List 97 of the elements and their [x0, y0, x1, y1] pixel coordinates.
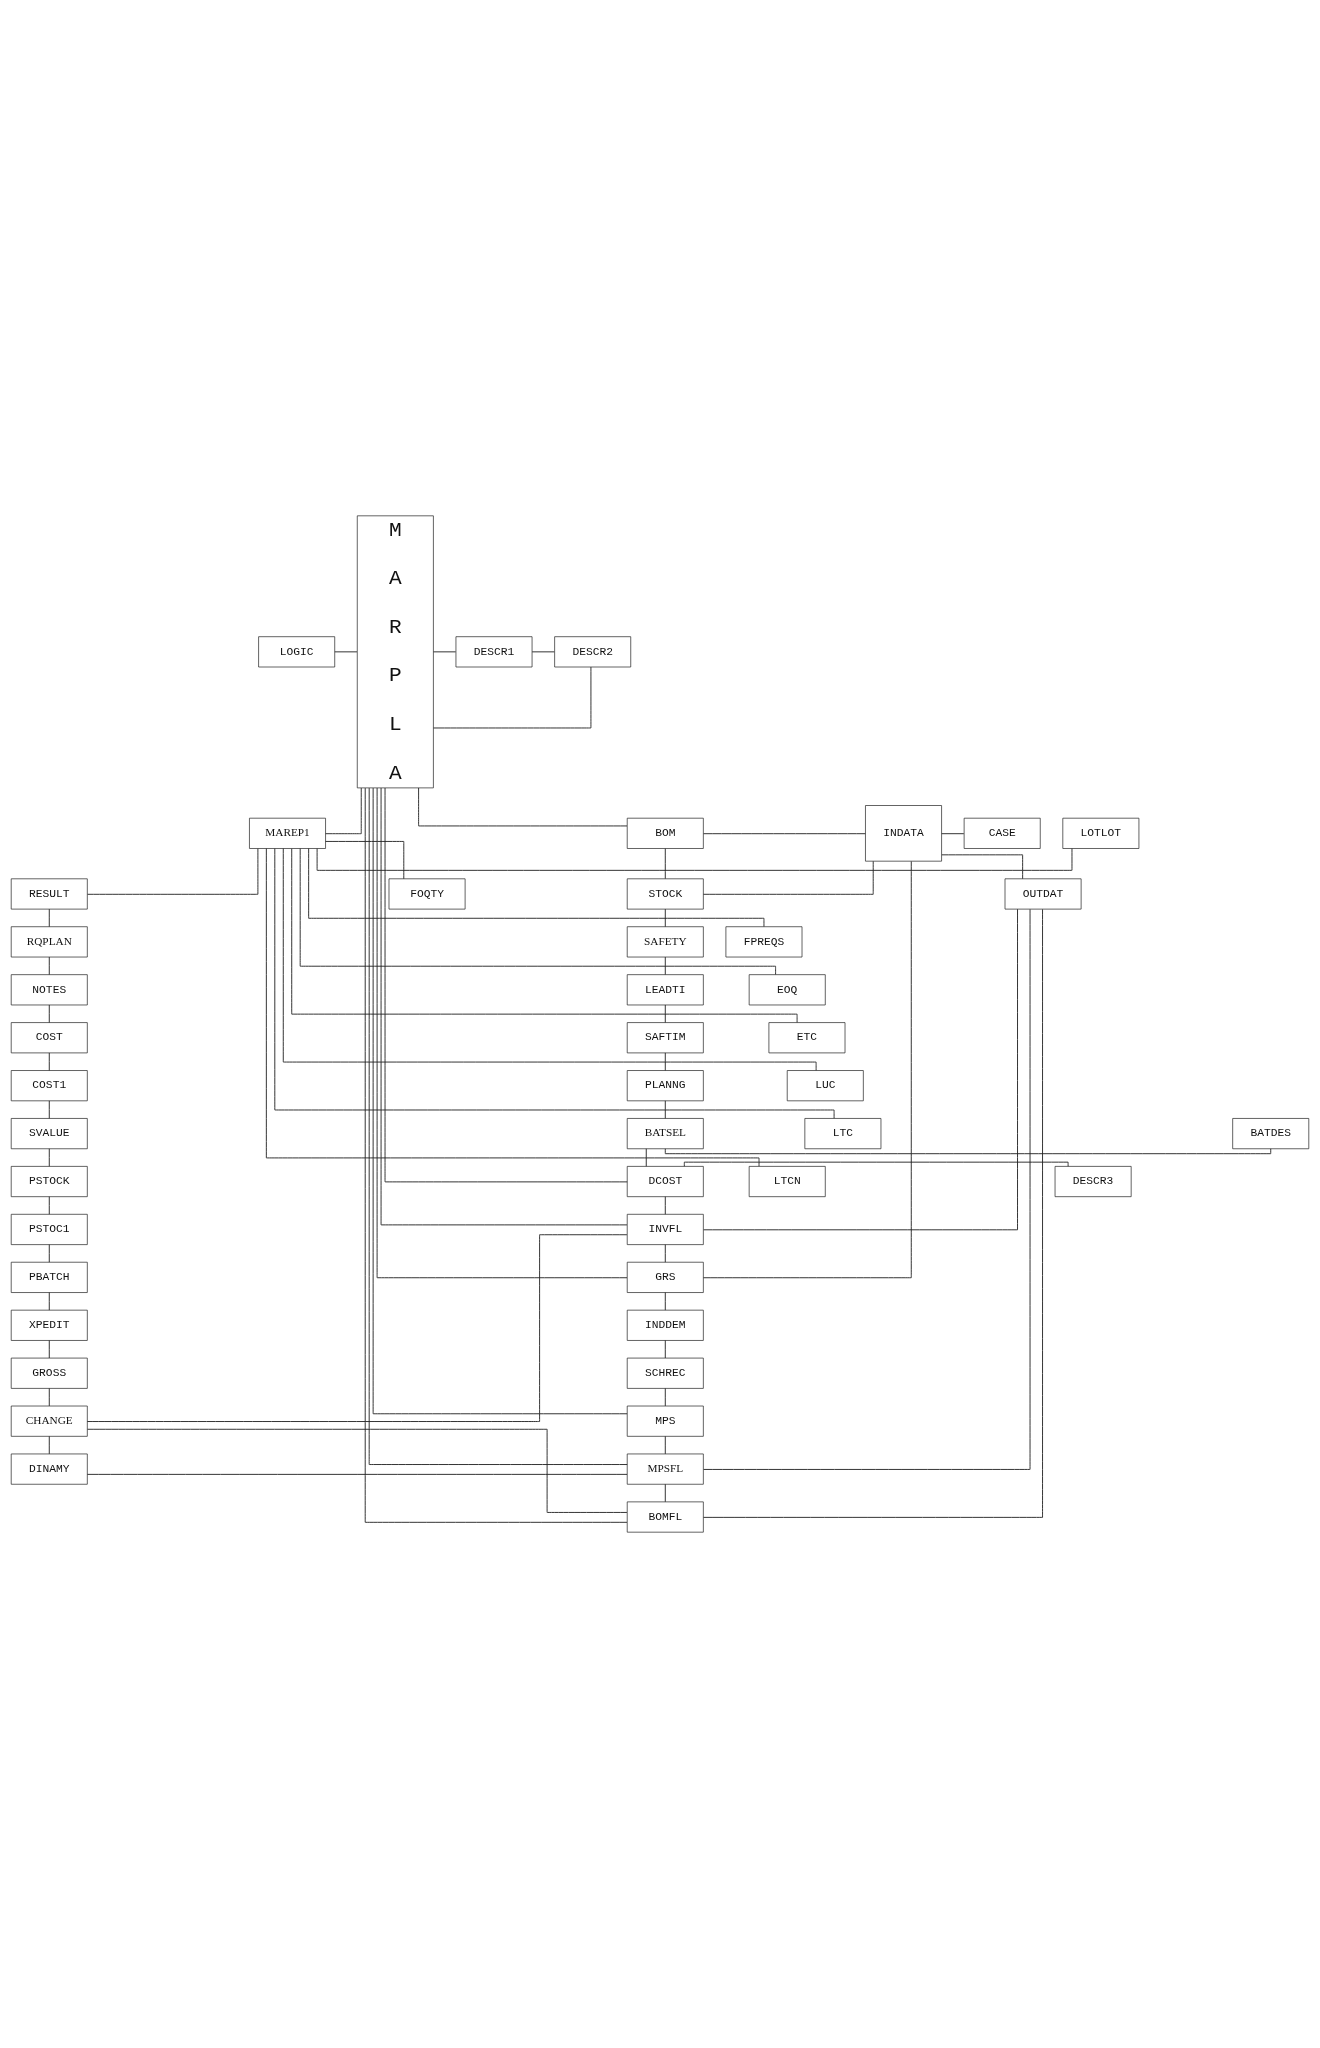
- node-box: BOMFL: [626, 1501, 704, 1533]
- connector: [664, 1435, 666, 1455]
- connector: [664, 1340, 666, 1359]
- node-box: SAFTIM: [626, 1022, 704, 1054]
- node-box: ETC: [768, 1022, 846, 1054]
- node-box: DCOST: [626, 1166, 704, 1198]
- node-box: GROSS: [10, 1357, 88, 1389]
- node-box: LTCN: [748, 1166, 826, 1198]
- connector: [48, 1340, 50, 1359]
- connector: [299, 848, 777, 975]
- connector: [48, 956, 50, 976]
- node-box: PBATCH: [10, 1261, 88, 1293]
- node-box: SAFETY: [626, 926, 704, 958]
- connector: [702, 860, 874, 895]
- node-box: CHANGE: [10, 1405, 88, 1437]
- connector: [683, 1161, 1069, 1167]
- connector: [48, 908, 50, 928]
- connector: [325, 787, 362, 835]
- node-box: DINAMY: [10, 1453, 88, 1485]
- connector: [308, 848, 765, 927]
- connector: [664, 1148, 1272, 1155]
- node-box: M A R P L A: [356, 515, 434, 789]
- node-box: PSTOCK: [10, 1166, 88, 1198]
- connector: [664, 1100, 666, 1119]
- connector: [334, 651, 358, 653]
- node-box: LOGIC: [258, 636, 336, 668]
- connector: [48, 1100, 50, 1119]
- node-box: LEADTI: [626, 974, 704, 1006]
- node-box: XPEDIT: [10, 1309, 88, 1341]
- connector: [48, 1196, 50, 1215]
- connector: [86, 1234, 628, 1422]
- connector: [941, 854, 1024, 880]
- node-box: BATSEL: [626, 1118, 704, 1150]
- connector: [48, 1052, 50, 1071]
- connector: [433, 666, 592, 729]
- node-box: DESCR1: [455, 636, 533, 668]
- connector: [531, 651, 555, 653]
- node-box: CASE: [963, 817, 1041, 849]
- connector: [664, 1196, 666, 1215]
- connector: [48, 1292, 50, 1311]
- connector: [48, 1387, 50, 1407]
- node-box: MAREP1: [249, 817, 326, 849]
- connector: [48, 1004, 50, 1023]
- node-box: FPREQS: [725, 926, 803, 958]
- connector: [645, 1148, 647, 1167]
- node-box: LTC: [804, 1118, 882, 1150]
- node-box: BOM: [626, 817, 704, 849]
- node-box: MPSFL: [626, 1453, 704, 1485]
- connector: [664, 848, 666, 880]
- node-box: SCHREC: [626, 1357, 704, 1389]
- node-box: GRS: [626, 1261, 704, 1293]
- connector: [703, 908, 1018, 1231]
- connector: [87, 848, 259, 895]
- connector: [325, 841, 405, 880]
- connector: [48, 1435, 50, 1455]
- connector: [87, 1428, 628, 1513]
- connector: [418, 787, 628, 827]
- node-box: STOCK: [626, 878, 704, 910]
- connector: [664, 1292, 666, 1311]
- node-box: SVALUE: [10, 1118, 88, 1150]
- node-box: DESCR2: [554, 636, 632, 668]
- node-box: MPS: [626, 1405, 704, 1437]
- connector: [664, 1387, 666, 1407]
- node-box: COST: [10, 1022, 88, 1054]
- connector: [86, 1473, 628, 1475]
- connector: [291, 848, 798, 1023]
- connector: [433, 651, 457, 653]
- connector: [48, 1148, 50, 1167]
- connector: [664, 908, 666, 928]
- connector: [664, 956, 666, 976]
- node-box: BATDES: [1232, 1118, 1310, 1150]
- node-box: INDDEM: [626, 1309, 704, 1341]
- node-box: LOTLOT: [1062, 817, 1140, 849]
- node-box: PSTOC1: [10, 1213, 88, 1245]
- node-box: RQPLAN: [10, 926, 88, 958]
- connector: [664, 1483, 666, 1503]
- connector: [282, 848, 817, 1071]
- node-box: INDATA: [865, 805, 942, 862]
- node-box: OUTDAT: [1004, 878, 1082, 910]
- connector: [48, 1244, 50, 1263]
- connector: [703, 861, 912, 1279]
- node-box: PLANNG: [626, 1070, 704, 1102]
- connector: [664, 1004, 666, 1023]
- node-box: DESCR3: [1054, 1166, 1132, 1198]
- connector: [274, 848, 835, 1119]
- node-box: COST1: [10, 1070, 88, 1102]
- node-box: INVFL: [626, 1213, 704, 1245]
- connector: [941, 833, 965, 835]
- node-box: RESULT: [10, 878, 88, 910]
- connector: [265, 848, 760, 1167]
- node-box: FOQTY: [388, 878, 466, 910]
- connector: [664, 1244, 666, 1263]
- node-box: NOTES: [10, 974, 88, 1006]
- connector: [703, 833, 866, 835]
- node-box: EOQ: [748, 974, 826, 1006]
- connector: [664, 1052, 666, 1071]
- node-box: LUC: [786, 1070, 864, 1102]
